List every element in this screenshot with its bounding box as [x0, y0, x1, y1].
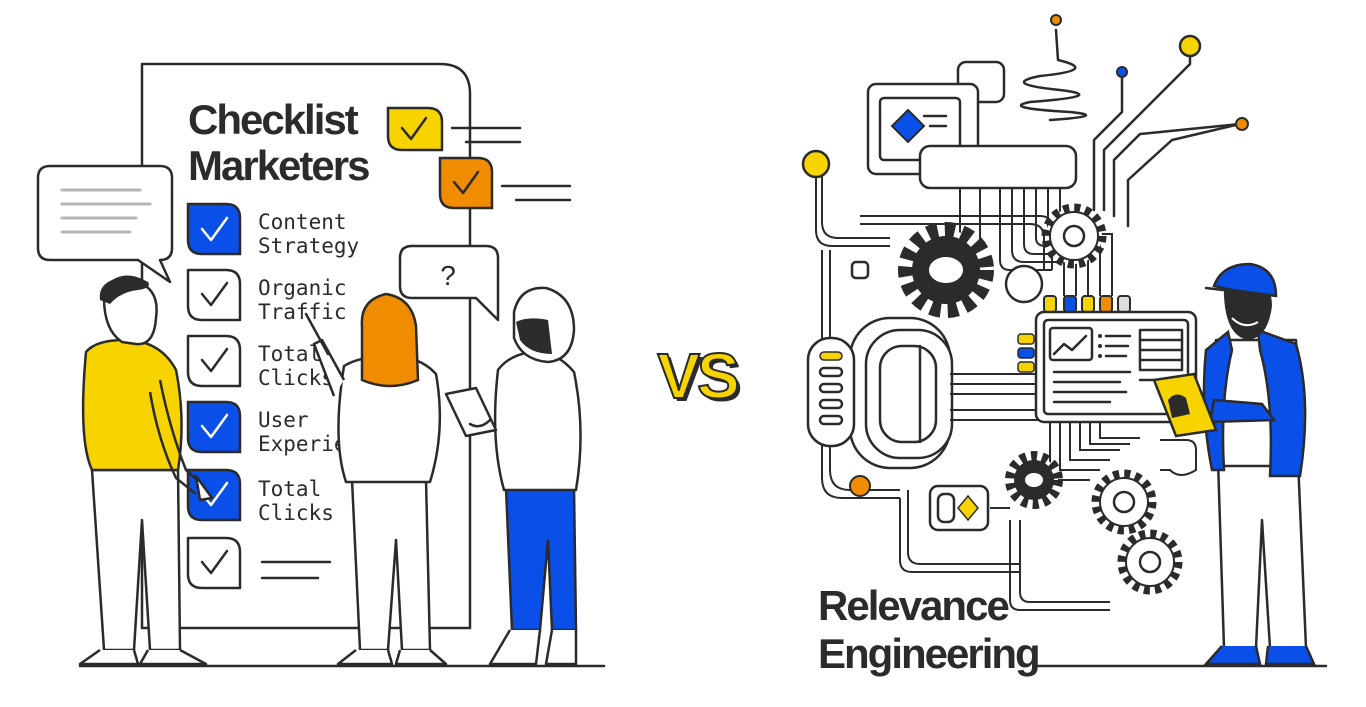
- gear-icon: [1005, 451, 1063, 509]
- checklist-item-1: Content Strategy: [186, 202, 359, 258]
- checklist-item-label: Content: [258, 210, 347, 234]
- versus-label-group: VS VS: [656, 339, 744, 415]
- gear-icon: [1041, 203, 1107, 269]
- chart-thumbnail-icon: [1048, 326, 1094, 362]
- checklist-item-5: Total Clicks: [186, 468, 334, 525]
- gear-icon: [1091, 469, 1157, 535]
- checklist-item-label: Clicks: [258, 366, 334, 390]
- checklist-item-label: Traffic: [258, 300, 347, 324]
- checkbox-checked-icon: [186, 202, 242, 256]
- left-panel: Checklist Marketers Content Strategy Org…: [36, 62, 606, 668]
- checklist-item-6: [186, 536, 332, 590]
- checklist-title-line2: Marketers: [188, 142, 369, 189]
- checklist-title-line1: Checklist: [188, 96, 359, 143]
- question-bubble: ?: [398, 244, 500, 322]
- question-mark-icon: ?: [440, 260, 456, 291]
- checklist-item-label: Total: [258, 342, 321, 366]
- relevance-title-line2: Engineering: [818, 630, 1039, 677]
- versus-label: VS: [657, 340, 738, 412]
- checklist-item-label: Organic: [258, 276, 347, 300]
- right-panel: Relevance Engineering: [801, 14, 1328, 677]
- diamond-icon: [957, 494, 979, 522]
- versus-shadow: VS: [660, 343, 741, 415]
- checkbox-checked-icon: [186, 400, 242, 454]
- checklist-item-label: Strategy: [258, 234, 359, 258]
- speech-bubble: [36, 164, 174, 284]
- checkbox-icon: [186, 536, 242, 590]
- orange-check-icon: [438, 156, 494, 210]
- gear-icon: [1117, 529, 1183, 595]
- checklist-item-3: Total Clicks: [186, 334, 334, 390]
- relevance-title-line1: Relevance: [818, 582, 1008, 629]
- person-engineer: [1152, 262, 1316, 666]
- gear-icon: [898, 222, 994, 318]
- checkbox-icon: [186, 268, 242, 322]
- checklist-item-label: Total: [258, 477, 321, 501]
- yellow-check-icon: [386, 106, 444, 152]
- person-yellow-hoodie: [78, 275, 214, 666]
- machine-monitor: [1034, 310, 1198, 424]
- coil-icon: [1019, 28, 1088, 122]
- checklist-item-label: User: [258, 408, 309, 432]
- person-helmet: [444, 286, 582, 666]
- checklist-item-label: Clicks: [258, 501, 334, 525]
- machine: [801, 14, 1249, 611]
- diamond-icon: [890, 108, 926, 144]
- checkbox-icon: [186, 334, 242, 388]
- person-orange-hair: [304, 292, 448, 666]
- checklist-item-2: Organic Traffic: [186, 268, 347, 324]
